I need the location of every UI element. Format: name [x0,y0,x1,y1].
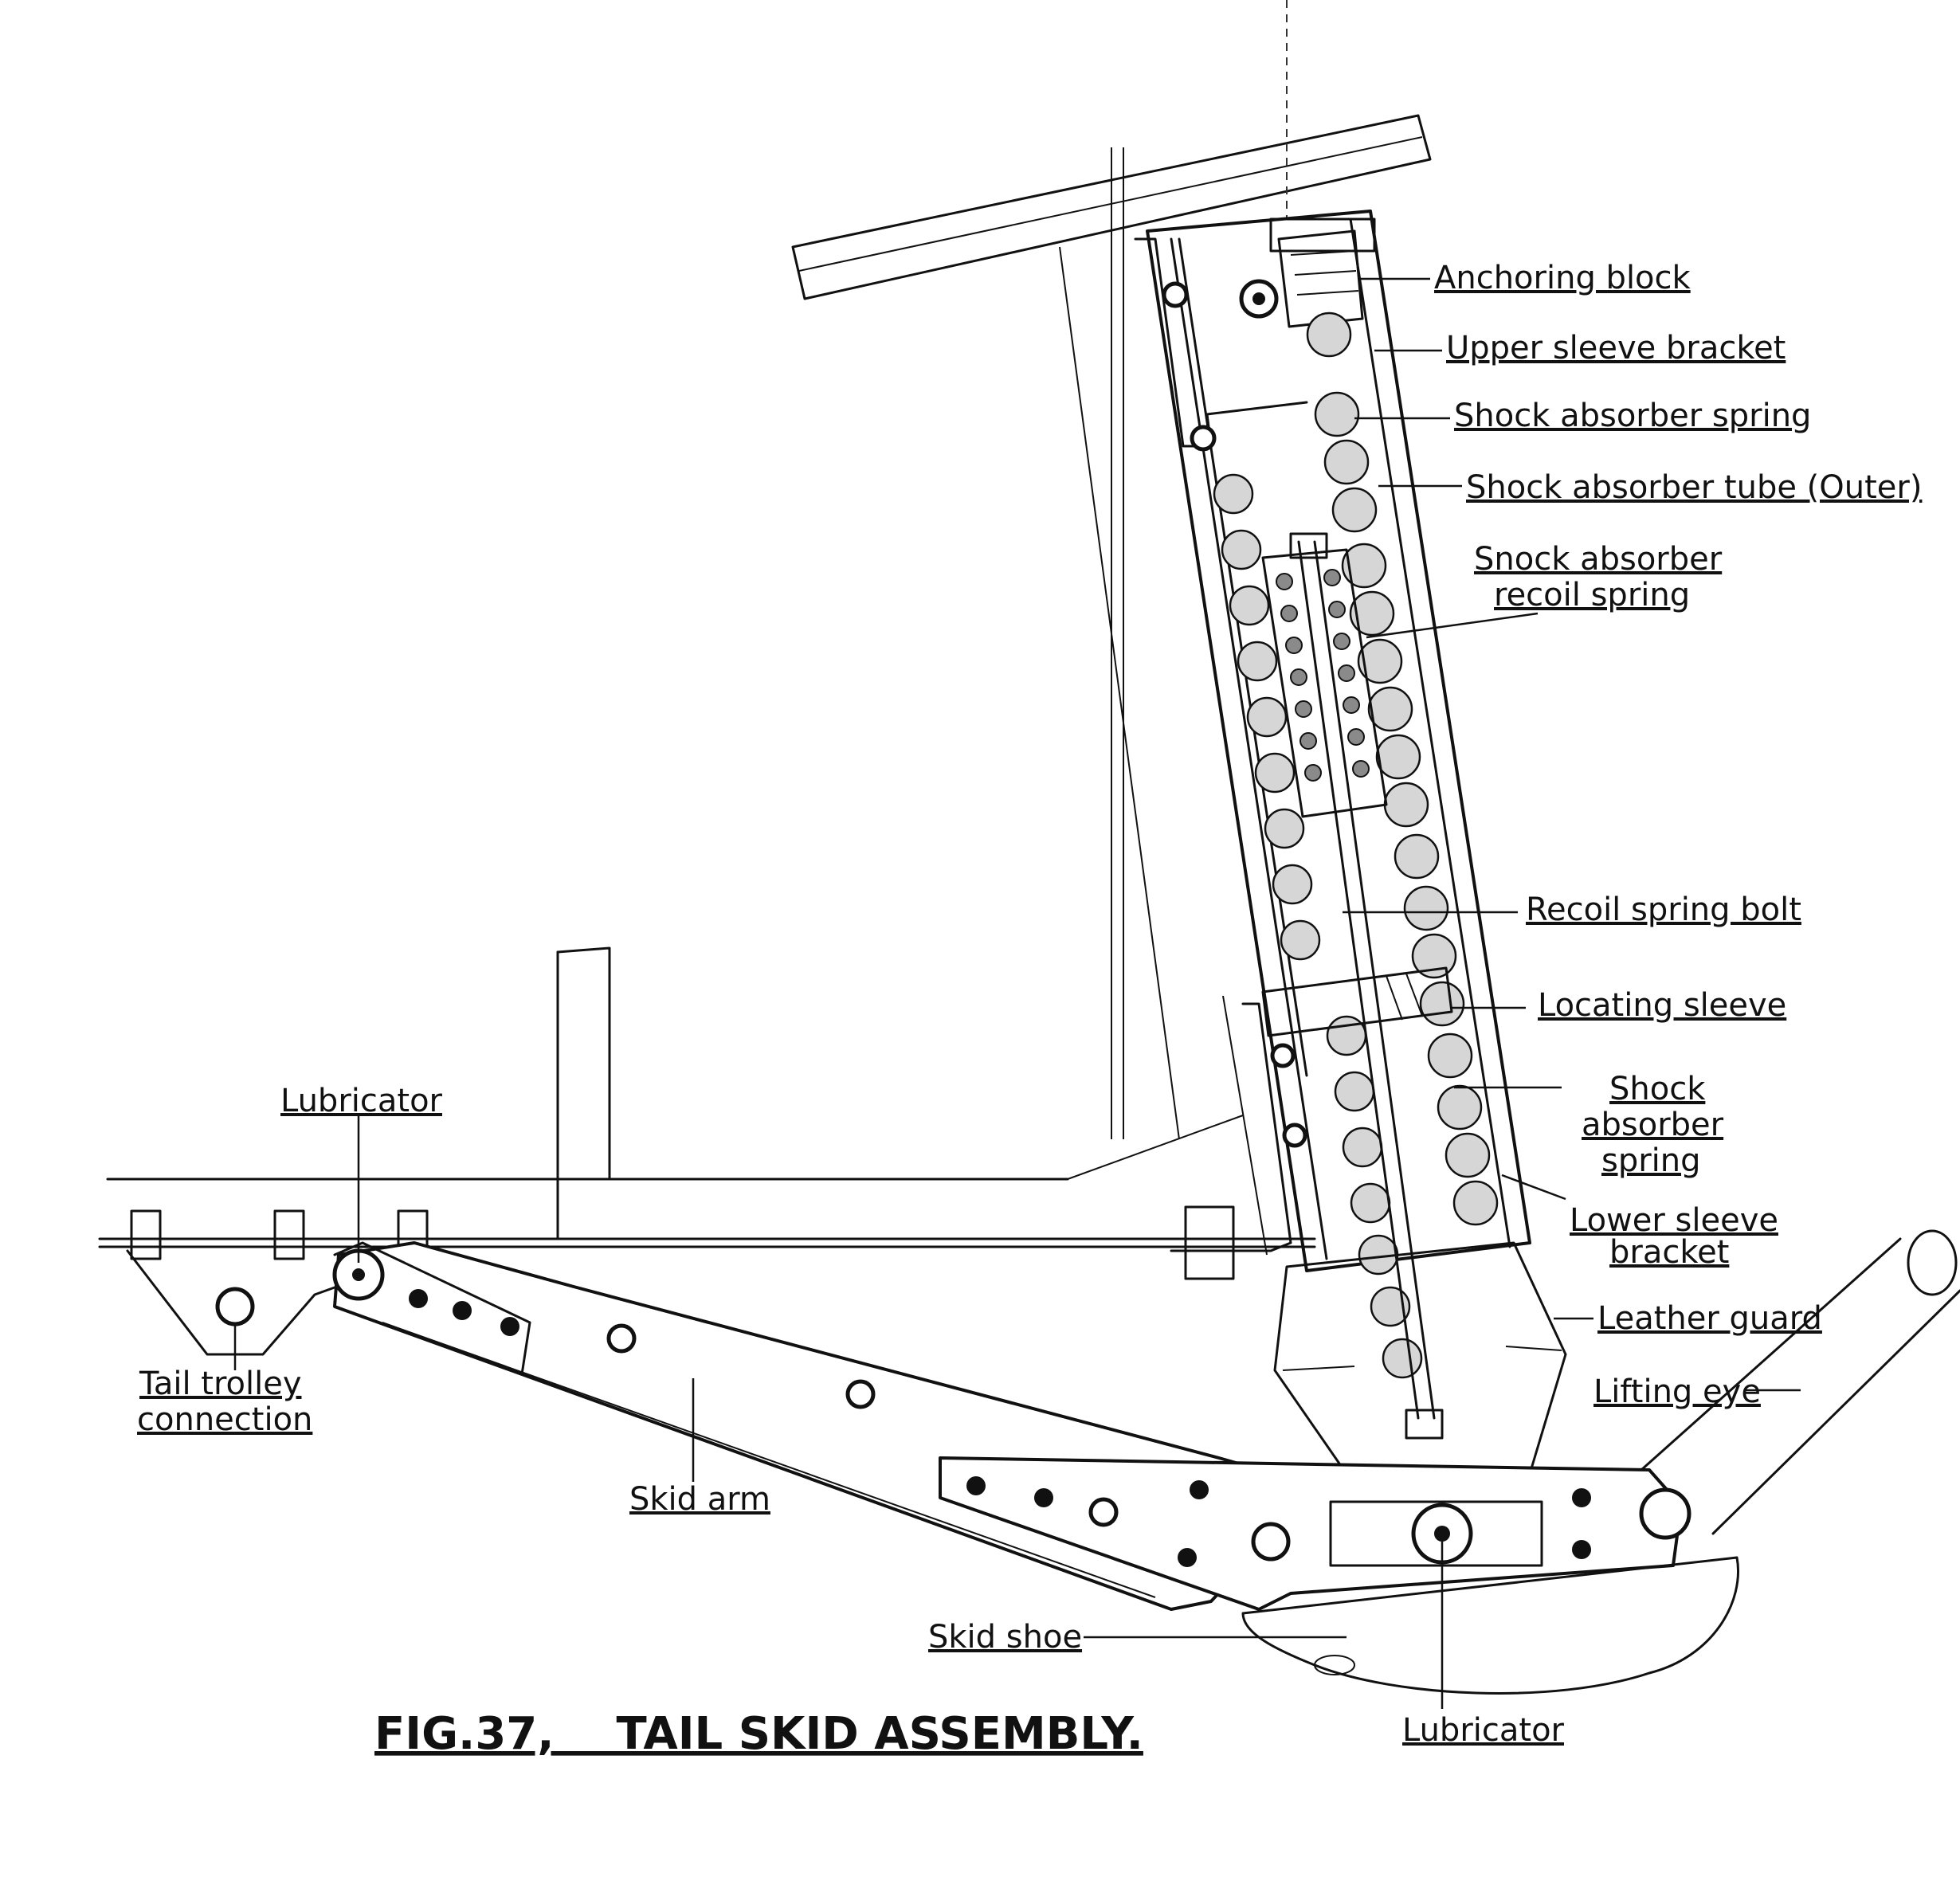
label-lubricator-left: Lubricator [280,1083,443,1119]
label-shock-spring-lower-line3: spring [1601,1142,1701,1179]
label-recoil-spring-bolt: Recoil spring bolt [1526,891,1801,928]
label-locating-sleeve: Locating sleeve [1538,987,1786,1024]
label-lower-sleeve-line2: bracket [1609,1234,1729,1271]
locating-sleeve [1261,966,1453,1037]
label-shock-absorber-spring-top: Shock absorber spring [1454,398,1811,434]
label-shock-spring-lower-line1: Shock [1609,1071,1706,1107]
figure-title: FIG.37, TAIL SKID ASSEMBLY. [374,1708,1143,1760]
skid-shoe-plate [939,1456,1691,1611]
lifting-eye [1640,1229,1960,1535]
skid-shoe [1241,1556,1739,1695]
label-lubricator-bottom: Lubricator [1402,1712,1565,1749]
label-skid-shoe: Skid shoe [928,1619,1082,1656]
label-lifting-eye: Lifting eye [1593,1373,1761,1410]
label-shock-absorber-tube-outer: Shock absorber tube (Outer) [1466,469,1922,506]
upper-sleeve-bracket [1134,237,1308,452]
label-anchoring-block: Anchoring block [1434,260,1691,296]
shock-absorber-spring [1213,312,1499,1379]
leader-lines [233,277,1801,1709]
label-recoil-spring-line2: recoil spring [1494,577,1690,613]
label-skid-arm: Skid arm [629,1481,770,1518]
label-tail-trolley-line2: connection [137,1401,312,1438]
label-tail-trolley-line1: Tail trolley [139,1366,302,1402]
anchoring-block [1269,217,1376,328]
label-leather-guard: Leather guard [1597,1300,1822,1337]
lower-sleeve-bracket [1170,995,1307,1256]
labels: Anchoring block Upper sleeve bracket Sho… [137,260,1922,1760]
label-lower-sleeve-line1: Lower sleeve [1570,1202,1778,1239]
label-upper-sleeve-bracket: Upper sleeve bracket [1446,330,1786,366]
label-shock-spring-lower-line2: absorber [1582,1107,1724,1143]
frame-post [1059,0,1288,1140]
fuselage-bolts [130,1205,1235,1280]
recoil-spring [1261,548,1388,818]
label-recoil-spring-line1: Snock absorber [1474,541,1723,578]
fuselage-longeron [98,946,1316,1248]
